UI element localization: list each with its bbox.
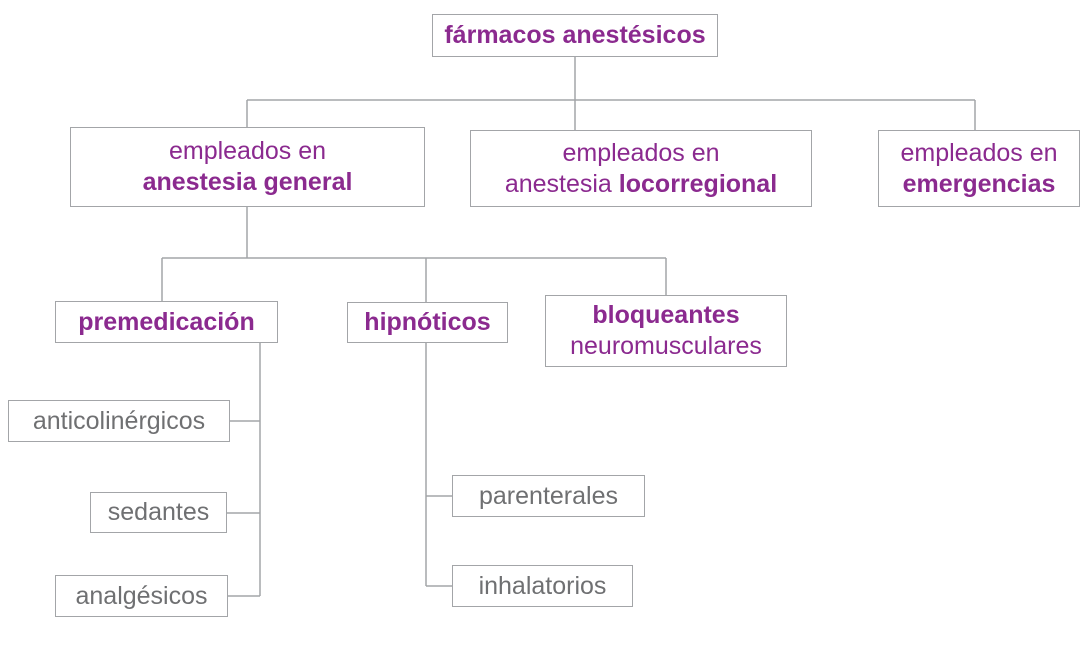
node-label-bold: locorregional <box>618 169 778 198</box>
connector-root-to-row2 <box>246 57 976 130</box>
connector-premedicacion-children <box>227 343 261 597</box>
node-emergencias: empleados en emergencias <box>878 130 1080 207</box>
node-premedicacion: premedicación <box>55 301 278 343</box>
node-sedantes: sedantes <box>90 492 227 533</box>
node-label: analgésicos <box>75 581 208 610</box>
node-label-regular: anestesia <box>504 169 612 198</box>
node-label: anticolinérgicos <box>32 406 206 435</box>
node-label: hipnóticos <box>364 308 491 336</box>
node-bloqueantes-neuromusculares: bloqueantes neuromusculares <box>545 295 787 367</box>
node-label-line2: anestesia general <box>142 168 353 196</box>
node-label: inhalatorios <box>478 571 607 600</box>
node-label-line1: bloqueantes <box>592 301 740 329</box>
node-label-line2: emergencias <box>902 169 1056 198</box>
node-label-line2: anestesia locorregional <box>505 169 777 200</box>
node-label: premedicación <box>78 307 255 336</box>
node-label: fármacos anestésicos <box>444 21 706 49</box>
node-label-line1: empleados en <box>168 137 327 165</box>
node-anestesia-locorregional: empleados en anestesia locorregional <box>470 130 812 207</box>
node-anticolinergicos: anticolinérgicos <box>8 400 230 442</box>
node-parenterales: parenterales <box>452 475 645 517</box>
node-analgesicos: analgésicos <box>55 575 228 617</box>
node-label-line1: empleados en <box>562 138 720 167</box>
node-label: sedantes <box>107 498 210 526</box>
node-farmacos-anestesicos: fármacos anestésicos <box>432 14 718 57</box>
node-anestesia-general: empleados en anestesia general <box>70 127 425 207</box>
connector-general-to-row3 <box>161 207 667 302</box>
connector-hipnoticos-children <box>425 343 452 587</box>
node-hipnoticos: hipnóticos <box>347 302 508 343</box>
node-label-line2: neuromusculares <box>570 332 762 360</box>
node-label: parenterales <box>479 481 618 510</box>
node-label-line1: empleados en <box>900 138 1058 167</box>
node-inhalatorios: inhalatorios <box>452 565 633 607</box>
